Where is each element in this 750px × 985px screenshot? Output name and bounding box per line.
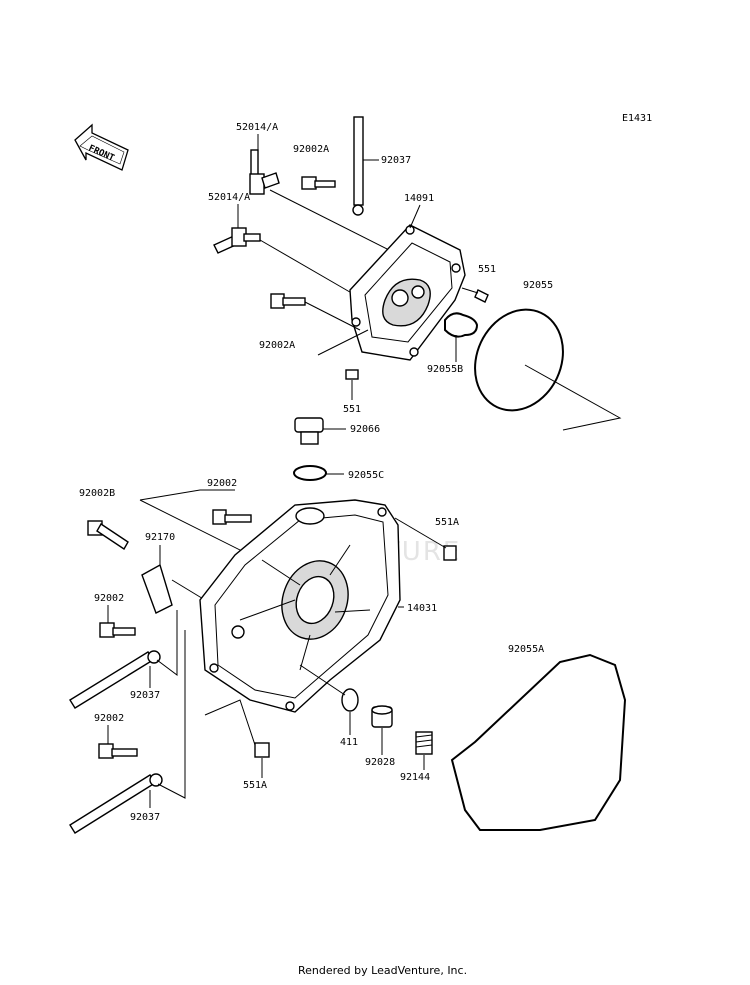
- dowel-551a-bottom: [254, 742, 270, 758]
- oring-92055: [474, 308, 564, 412]
- dowel-551a-right: [443, 545, 457, 561]
- label-92066: 92066: [350, 424, 380, 435]
- label-92055c: 92055C: [348, 470, 384, 481]
- label-92144: 92144: [400, 772, 430, 783]
- label-92037-mid: 92037: [130, 690, 160, 701]
- strap-92037-top: [352, 116, 364, 216]
- label-551-right: 551: [478, 264, 496, 275]
- label-14031: 14031: [407, 603, 437, 614]
- label-52014a-top: 52014/A: [236, 122, 278, 133]
- label-551-bottom: 551: [343, 404, 361, 415]
- elbow-fitting-mid: [213, 227, 261, 254]
- label-92002a-top: 92002A: [293, 144, 329, 155]
- dowel-551-bottom: [345, 369, 359, 380]
- label-52014a-mid: 52014/A: [208, 192, 250, 203]
- bushing-92028: [371, 705, 393, 728]
- label-92037-top: 92037: [381, 155, 411, 166]
- elbow-fitting-top: [249, 149, 280, 195]
- label-92028: 92028: [365, 757, 395, 768]
- diagram-code: E1431: [622, 113, 652, 124]
- strap-92037-bottom: [69, 773, 163, 834]
- pump-cover-14091: [349, 224, 466, 361]
- bolt-92002-mid: [212, 509, 252, 525]
- bolt-92002a-top: [301, 176, 336, 190]
- oring-92055b: [444, 312, 479, 338]
- label-92055b: 92055B: [427, 364, 463, 375]
- label-92002-left: 92002: [94, 593, 124, 604]
- label-551a-bottom: 551A: [243, 780, 267, 791]
- label-92002-mid: 92002: [207, 478, 237, 489]
- oring-92055c: [293, 465, 327, 481]
- label-92037-bottom: 92037: [130, 812, 160, 823]
- label-92002a-bottom: 92002A: [259, 340, 295, 351]
- label-92055: 92055: [523, 280, 553, 291]
- strap-92037-mid: [69, 650, 161, 709]
- bolt-92002-low: [98, 743, 138, 759]
- footer-credit: Rendered by LeadVenture, Inc.: [298, 964, 467, 977]
- label-92002-low: 92002: [94, 713, 124, 724]
- bolt-92002a-bottom: [270, 293, 306, 309]
- clutch-cover-14031: [199, 499, 401, 713]
- label-92002b: 92002B: [79, 488, 115, 499]
- plug-92066: [294, 417, 324, 445]
- bolt-92002b: [87, 520, 129, 550]
- front-arrow-icon: FRONT: [74, 123, 129, 171]
- clamp-92170: [141, 563, 173, 614]
- dowel-551-right: [474, 289, 489, 303]
- label-411: 411: [340, 737, 358, 748]
- label-14091: 14091: [404, 193, 434, 204]
- gasket-92055a: [450, 653, 627, 831]
- spring-92144: [415, 731, 433, 755]
- washer-411: [341, 688, 359, 712]
- label-92170: 92170: [145, 532, 175, 543]
- label-551a-right: 551A: [435, 517, 459, 528]
- label-92055a: 92055A: [508, 644, 544, 655]
- bolt-92002-left: [99, 622, 136, 638]
